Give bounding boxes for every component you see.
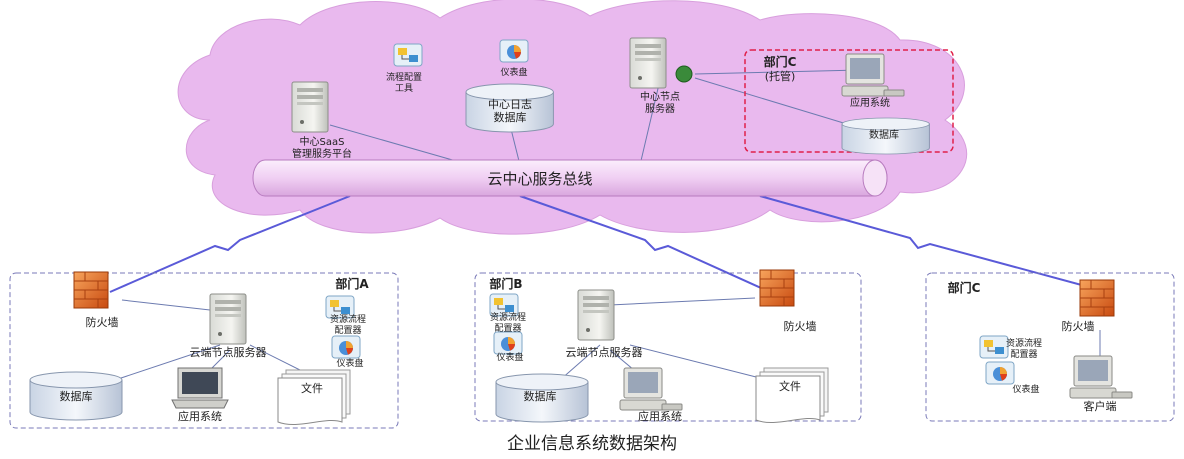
saas-label-line1: 中心SaaS bbox=[300, 135, 345, 148]
dept-a-server-label: 云端节点服务器 bbox=[190, 346, 267, 359]
dept-a-resource-tool-line1: 资源流程 bbox=[330, 313, 366, 325]
dept-a-laptop-icon bbox=[171, 367, 229, 409]
cloud-dashboard-label: 仪表盘 bbox=[500, 66, 527, 78]
dept-b-title: 部门B bbox=[489, 276, 522, 291]
dept-a-file-label: 文件 bbox=[301, 381, 323, 395]
dept-a-firewall-icon bbox=[73, 271, 109, 309]
central-server-line2: 服务器 bbox=[645, 102, 675, 115]
dept-b-file-icon bbox=[755, 367, 829, 424]
dept-c-dashboard-icon bbox=[985, 361, 1015, 385]
dept-b-firewall-icon bbox=[759, 269, 795, 307]
dept-c-resource-tool-line1: 资源流程 bbox=[1006, 337, 1042, 349]
hosted-dept-c-box bbox=[744, 49, 954, 153]
dept-c-resource-tool-line2: 配置器 bbox=[1010, 349, 1037, 360]
hosted-app-label: 应用系统 bbox=[850, 96, 890, 109]
dept-b-dashboard-label: 仪表盘 bbox=[496, 351, 523, 363]
central-server-icon bbox=[629, 37, 667, 89]
dept-c-client-icon bbox=[1069, 355, 1133, 399]
dashboard-icon bbox=[499, 39, 529, 63]
log-db-line1: 中心日志 bbox=[488, 98, 532, 111]
dept-c-title: 部门C bbox=[948, 280, 981, 295]
dept-b-firewall-label: 防火墙 bbox=[784, 319, 817, 333]
network-links bbox=[109, 195, 1101, 293]
dept-a-firewall-label: 防火墙 bbox=[86, 315, 119, 329]
dept-b-file-label: 文件 bbox=[779, 379, 801, 393]
process-tool-icon bbox=[393, 43, 423, 67]
dept-b-resource-tool-line1: 资源流程 bbox=[490, 311, 526, 323]
dept-a-dashboard-label: 仪表盘 bbox=[336, 357, 363, 369]
dept-a-title: 部门A bbox=[335, 276, 369, 291]
dept-b-server-label: 云端节点服务器 bbox=[566, 346, 643, 359]
dept-b-app-label: 应用系统 bbox=[638, 409, 682, 423]
hosted-dept-c-note: (托管) bbox=[765, 69, 796, 83]
globe-icon bbox=[675, 65, 693, 83]
dept-c-resource-tool-icon bbox=[979, 335, 1009, 359]
dept-b-server-icon bbox=[577, 289, 615, 341]
central-server-line1: 中心节点 bbox=[640, 90, 680, 103]
dept-c-box bbox=[925, 272, 1175, 422]
dept-b-database-label: 数据库 bbox=[524, 389, 557, 403]
service-bus bbox=[252, 159, 888, 197]
dept-a-database-label: 数据库 bbox=[60, 389, 93, 403]
dept-c-client-label: 客户端 bbox=[1084, 399, 1117, 413]
saas-server-icon bbox=[291, 81, 329, 133]
process-tool-line2: 工具 bbox=[395, 83, 413, 94]
dept-a-app-label: 应用系统 bbox=[178, 409, 222, 423]
dept-b-resource-tool-line2: 配置器 bbox=[494, 323, 521, 334]
dept-a-box bbox=[9, 272, 399, 429]
cloud-links bbox=[329, 69, 861, 166]
dept-c-firewall-label: 防火墙 bbox=[1062, 319, 1095, 333]
hosted-dept-c-title: 部门C bbox=[764, 54, 797, 69]
dept-b-dashboard-icon bbox=[493, 331, 523, 355]
dept-c-firewall-icon bbox=[1079, 279, 1115, 317]
dept-a-server-icon bbox=[209, 293, 247, 345]
dept-a-resource-tool-line2: 配置器 bbox=[334, 325, 361, 336]
process-tool-line1: 流程配置 bbox=[386, 71, 422, 83]
dept-a-dashboard-icon bbox=[331, 335, 361, 359]
saas-label-line2: 管理服务平台 bbox=[292, 147, 352, 160]
dept-b-desktop-icon bbox=[619, 367, 683, 411]
log-db-line2: 数据库 bbox=[494, 110, 527, 124]
dept-a-file-icon bbox=[277, 369, 351, 426]
dept-b-box bbox=[474, 272, 862, 422]
figure-title: 企业信息系统数据架构 bbox=[507, 434, 677, 454]
dept-c-dashboard-label: 仪表盘 bbox=[1012, 383, 1039, 395]
bus-label: 云中心服务总线 bbox=[487, 170, 592, 188]
hosted-database-label: 数据库 bbox=[869, 128, 899, 141]
